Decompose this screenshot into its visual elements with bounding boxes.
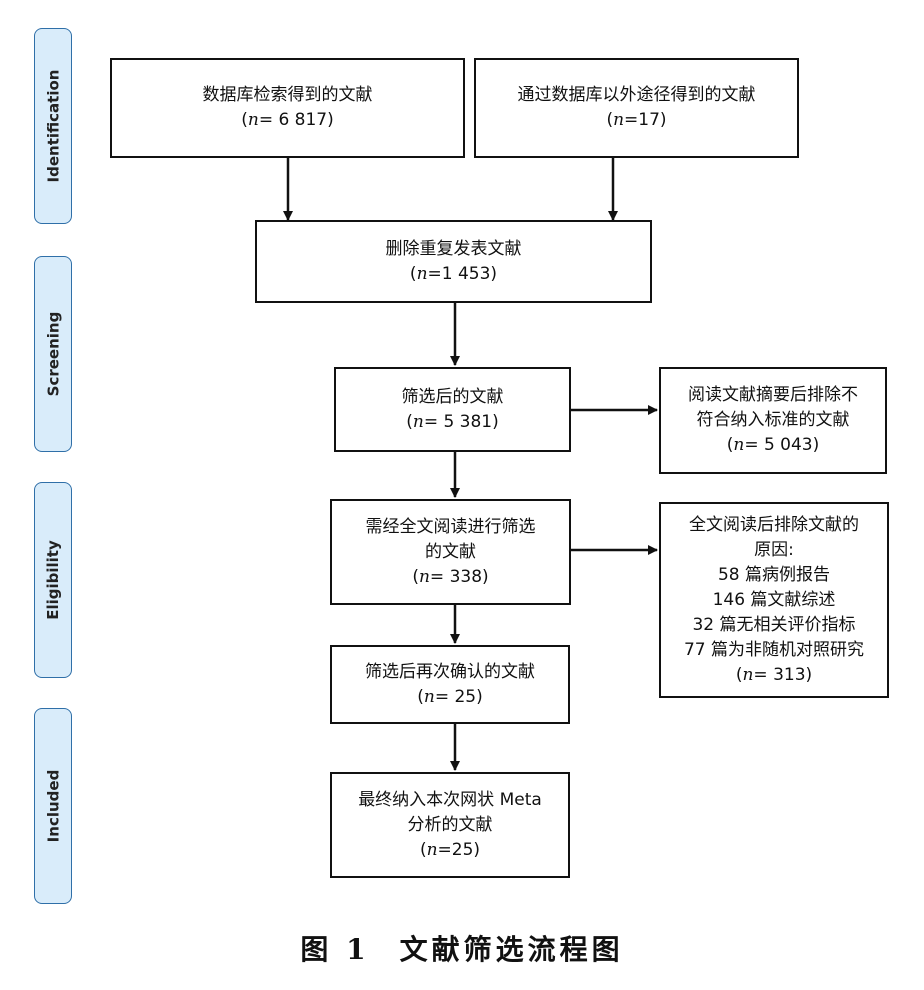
box-fulltext: 需经全文阅读进行筛选 的文献 (n= 338) [330,499,571,605]
box-confirmed-text: 筛选后再次确认的文献 [365,661,535,682]
box-other-sources-count: (n=17) [606,110,667,130]
figure-title: 文献筛选流程图 [399,933,624,966]
box-excluded-fulltext-count: (n= 313) [735,664,813,685]
phase-screening: Screening [34,256,72,452]
box-screened-count: (n= 5 381) [406,411,499,432]
box-excluded-abstract: 阅读文献摘要后排除不 符合纳入标准的文献 (n= 5 043) [659,367,887,474]
box-confirmed-count: (n= 25) [417,686,483,707]
exclusion-reason: 32 篇无相关评价指标 [692,614,856,635]
box-fulltext-text2: 的文献 [425,541,476,562]
box-excluded-fulltext-text2: 原因: [754,539,794,560]
box-included-final: 最终纳入本次网状 Meta 分析的文献 (n=25) [330,772,570,878]
box-included-final-text1: 最终纳入本次网状 Meta [358,789,542,810]
box-fulltext-count: (n= 338) [412,566,489,587]
box-confirmed: 筛选后再次确认的文献 (n= 25) [330,645,570,724]
phase-identification: Identification [34,28,72,224]
box-duplicates-removed: 删除重复发表文献 (n=1 453) [255,220,652,303]
figure-caption: 图 1 文献筛选流程图 [0,928,924,968]
box-duplicates-removed-text: 删除重复发表文献 [385,238,522,259]
box-fulltext-text1: 需经全文阅读进行筛选 [365,516,536,537]
box-excluded-abstract-text1: 阅读文献摘要后排除不 [688,385,858,405]
exclusion-reason: 58 篇病例报告 [717,564,831,585]
phase-included: Included [34,708,72,904]
box-included-final-text2: 分析的文献 [407,814,493,835]
box-database-search: 数据库检索得到的文献 (n= 6 817) [110,58,465,158]
box-excluded-fulltext: 全文阅读后排除文献的 原因: 58 篇病例报告 146 篇文献综述 32 篇无相… [659,502,889,698]
figure-number: 图 1 [300,933,370,966]
box-screened-text: 筛选后的文献 [401,386,504,407]
box-database-search-text: 数据库检索得到的文献 [202,85,373,105]
box-duplicates-removed-count: (n=1 453) [409,263,498,284]
box-database-search-count: (n= 6 817) [241,110,334,130]
exclusion-reason: 77 篇为非随机对照研究 [683,639,865,660]
phase-eligibility: Eligibility [34,482,72,678]
box-excluded-abstract-count: (n= 5 043) [726,435,820,455]
box-included-final-count: (n=25) [419,839,481,860]
exclusion-reason: 146 篇文献综述 [712,589,836,610]
box-screened: 筛选后的文献 (n= 5 381) [334,367,571,452]
box-excluded-fulltext-text1: 全文阅读后排除文献的 [689,514,859,535]
box-other-sources: 通过数据库以外途径得到的文献 (n=17) [474,58,799,158]
box-excluded-abstract-text2: 符合纳入标准的文献 [696,410,850,430]
box-other-sources-text: 通过数据库以外途径得到的文献 [517,85,756,105]
